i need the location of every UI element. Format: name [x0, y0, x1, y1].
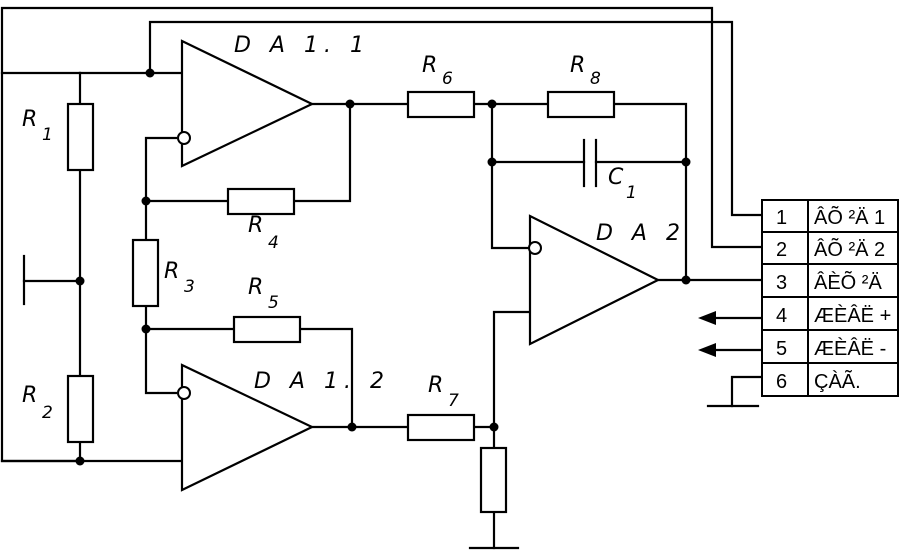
pin-label: ÆÈÂË - — [814, 337, 886, 360]
label-r5-index: 5 — [268, 293, 279, 313]
resistor-r4 — [226, 187, 296, 216]
opamps — [177, 39, 661, 492]
resistor-r1 — [66, 102, 95, 172]
pin-number: 4 — [776, 305, 787, 327]
label-da2: D A 2 — [596, 221, 686, 246]
da1-1-inverting-bubble — [177, 131, 191, 145]
label-r3-letter: R — [164, 259, 179, 284]
label-r4-letter: R — [248, 213, 263, 238]
pin-number: 1 — [776, 207, 787, 229]
label-r4-index: 4 — [268, 233, 279, 253]
junction-dot — [141, 324, 151, 334]
label-c1-index: 1 — [626, 183, 637, 203]
wire-r8-right — [612, 102, 688, 282]
pin-label: ÆÈÂË + — [814, 304, 891, 327]
opamp-da1-2 — [180, 363, 315, 492]
label-r8-index: 8 — [590, 69, 601, 89]
pin-label: ÇÀÃ. — [814, 369, 861, 393]
da1-2-inverting-bubble — [177, 386, 191, 400]
resistor-r3 — [131, 238, 160, 308]
label-da1-2: D A 1. 2 — [254, 369, 390, 394]
wire-da11-inv — [144, 136, 178, 242]
label-r1-letter: R — [22, 107, 37, 132]
label-r1-index: 1 — [42, 125, 53, 145]
da2-inverting-bubble — [528, 241, 542, 255]
label-da1-1: D A 1. 1 — [234, 33, 370, 58]
arrow-pin4-head — [698, 311, 716, 325]
label-r8-letter: R — [570, 53, 585, 78]
resistor-r5 — [232, 315, 302, 344]
label-r6-index: 6 — [442, 69, 453, 89]
wire-top-to-pin1 — [148, 20, 764, 217]
label-r5-letter: R — [248, 275, 263, 300]
wire-r4-right — [292, 102, 352, 203]
resistor-r8 — [546, 90, 616, 119]
wire-r3-to-da12 — [144, 304, 178, 395]
resistor-bottom — [479, 446, 508, 514]
connector-table: 1 ÂÕ ²Ä 1 2 ÂÕ ²Ä 2 3 ÂÈÕ ²Ä 4 ÆÈÂË + 5 … — [761, 199, 899, 397]
component-labels: D A 1. 1 D A 1. 2 D A 2 R 1 R 2 R 3 R 4 … — [22, 33, 686, 423]
arrow-pin5-head — [698, 343, 716, 357]
junction-dot — [489, 422, 499, 432]
junction-dot — [345, 99, 355, 109]
pin-number: 5 — [776, 338, 787, 360]
pin-label: ÂÕ ²Ä 2 — [814, 237, 885, 261]
pin-label: ÂÕ ²Ä 1 — [814, 205, 885, 229]
pin-number: 2 — [776, 239, 787, 261]
junction-dot — [141, 196, 151, 206]
label-r3-index: 3 — [184, 277, 195, 297]
resistor-bodies — [66, 90, 616, 514]
junction-dot — [75, 276, 85, 286]
opamp-da2 — [528, 214, 661, 346]
pin-label: ÂÈÕ ²Ä — [814, 270, 882, 294]
wire-da2-inv — [490, 102, 532, 250]
resistor-r2 — [66, 374, 95, 444]
junction-dot — [347, 422, 357, 432]
wire-outer-to-pin2 — [0, 6, 764, 249]
label-r2-index: 2 — [42, 403, 53, 423]
label-r7-letter: R — [428, 373, 443, 398]
resistor-r7 — [406, 413, 476, 442]
label-c1-letter: C — [608, 165, 624, 190]
junctions — [75, 68, 691, 466]
label-r7-index: 7 — [448, 391, 459, 411]
resistor-r6 — [406, 90, 476, 119]
wire-pin6-ground — [730, 375, 764, 408]
pin-number: 6 — [776, 371, 787, 393]
label-r6-letter: R — [422, 53, 437, 78]
pin-number: 3 — [776, 272, 787, 294]
wire-da2-plus — [492, 310, 534, 450]
junction-dot — [487, 99, 497, 109]
wires — [0, 20, 764, 550]
junction-dot — [681, 275, 691, 285]
junction-dot — [487, 157, 497, 167]
label-r2-letter: R — [22, 383, 37, 408]
junction-dot — [145, 68, 155, 78]
opamp-da1-1 — [180, 39, 315, 168]
junction-dot — [681, 157, 691, 167]
junction-dot — [75, 456, 85, 466]
wire-r5-right — [298, 327, 354, 429]
